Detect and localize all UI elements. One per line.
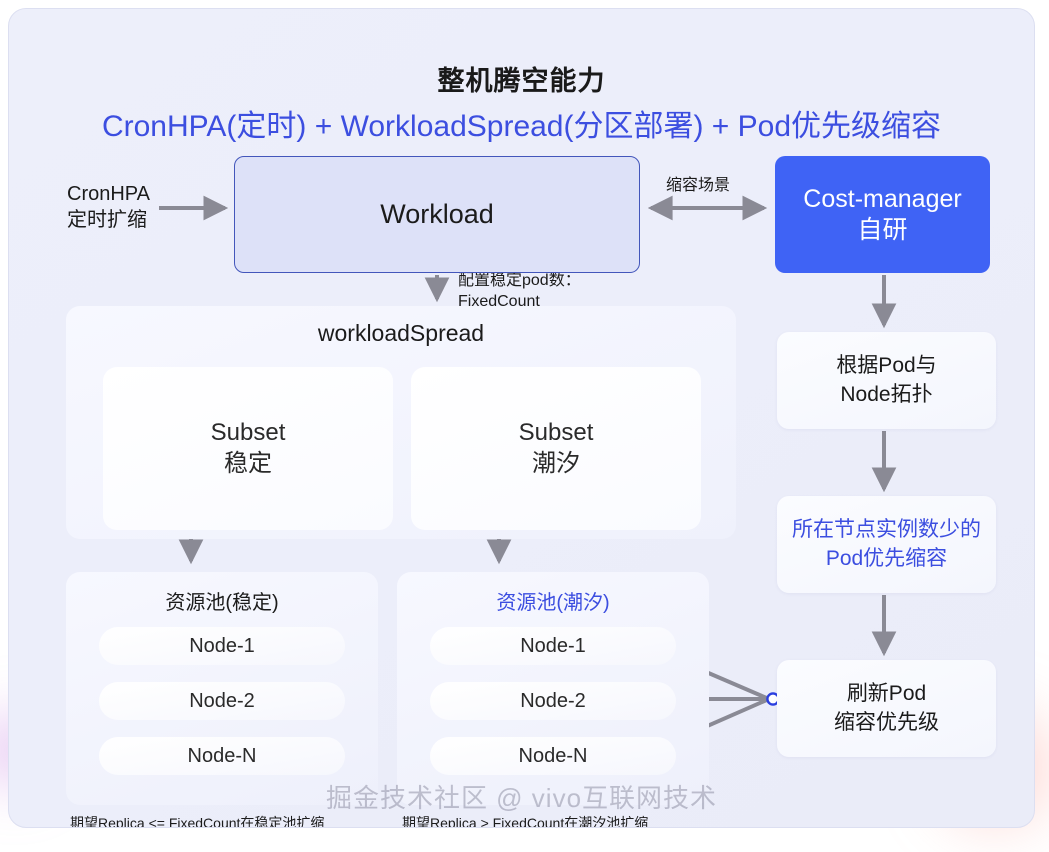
topology-node[interactable]: 根据Pod与 Node拓扑 bbox=[777, 332, 996, 429]
resource-pool-stable: 资源池(稳定) Node-1 Node-2 Node-N bbox=[66, 572, 378, 805]
subset-stable-node[interactable]: Subset 稳定 bbox=[103, 367, 393, 530]
diagram-canvas: 整机腾空能力 CronHPA(定时) + WorkloadSpread(分区部署… bbox=[8, 8, 1035, 828]
cost-manager-node[interactable]: Cost-manager 自研 bbox=[775, 156, 990, 273]
priority-node[interactable]: 所在节点实例数少的 Pod优先缩容 bbox=[777, 496, 996, 593]
list-item[interactable]: Node-N bbox=[99, 737, 345, 775]
list-item[interactable]: Node-N bbox=[430, 737, 676, 775]
list-item[interactable]: Node-2 bbox=[430, 682, 676, 720]
workload-spread-title: workloadSpread bbox=[317, 320, 485, 346]
refresh-node[interactable]: 刷新Pod 缩容优先级 bbox=[777, 660, 996, 757]
edge-label-fixed-count: 配置稳定pod数： FixedCount bbox=[458, 272, 581, 310]
subset-tidal-node[interactable]: Subset 潮汐 bbox=[411, 367, 701, 530]
page-title: 整机腾空能力 bbox=[437, 66, 606, 96]
list-item[interactable]: Node-1 bbox=[99, 627, 345, 665]
resource-pool-tidal: 资源池(潮汐) Node-1 Node-2 Node-N bbox=[397, 572, 709, 805]
caption-stable-pool: 期望Replica <= FixedCount在稳定池扩缩 bbox=[70, 815, 325, 828]
edge-label-cronhpa: CronHPA 定时扩缩 bbox=[67, 183, 150, 231]
page-subtitle: CronHPA(定时) + WorkloadSpread(分区部署) + Pod… bbox=[101, 110, 942, 143]
resource-pool-stable-title: 资源池(稳定) bbox=[165, 592, 279, 614]
workload-spread-group: workloadSpread Subset 稳定 Subset 潮汐 bbox=[66, 306, 736, 539]
resource-pool-tidal-title: 资源池(潮汐) bbox=[496, 592, 610, 614]
edge-label-scale-scene: 缩容场景 bbox=[666, 177, 731, 194]
workload-node[interactable]: Workload bbox=[234, 156, 640, 273]
caption-tidal-pool: 期望Replica > FixedCount在潮汐池扩缩 bbox=[402, 815, 649, 828]
list-item[interactable]: Node-2 bbox=[99, 682, 345, 720]
list-item[interactable]: Node-1 bbox=[430, 627, 676, 665]
